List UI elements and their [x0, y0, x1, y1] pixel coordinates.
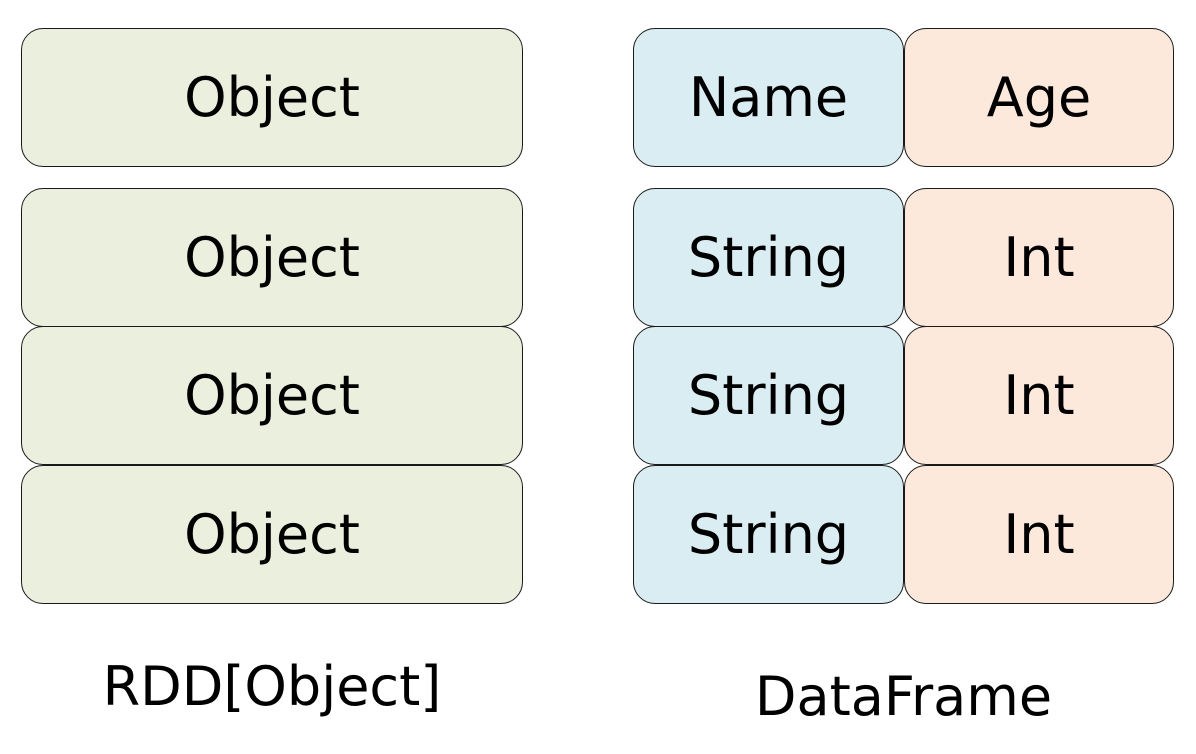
dataframe-name-cell: String: [633, 188, 904, 327]
dataframe-name-cell: String: [633, 465, 904, 604]
dataframe-age-cell: Int: [904, 465, 1174, 604]
rdd-object-cell: Object: [21, 465, 523, 604]
rdd-caption: RDD[Object]: [102, 655, 442, 718]
dataframe-header-name: Name: [633, 28, 904, 167]
dataframe-name-cell: String: [633, 326, 904, 465]
dataframe-age-cell: Int: [904, 326, 1174, 465]
dataframe-age-cell: Int: [904, 188, 1174, 327]
rdd-object-cell: Object: [21, 326, 523, 465]
rdd-object-cell: Object: [21, 28, 523, 167]
dataframe-header-age: Age: [904, 28, 1174, 167]
dataframe-caption: DataFrame: [754, 665, 1053, 728]
rdd-object-cell: Object: [21, 188, 523, 327]
